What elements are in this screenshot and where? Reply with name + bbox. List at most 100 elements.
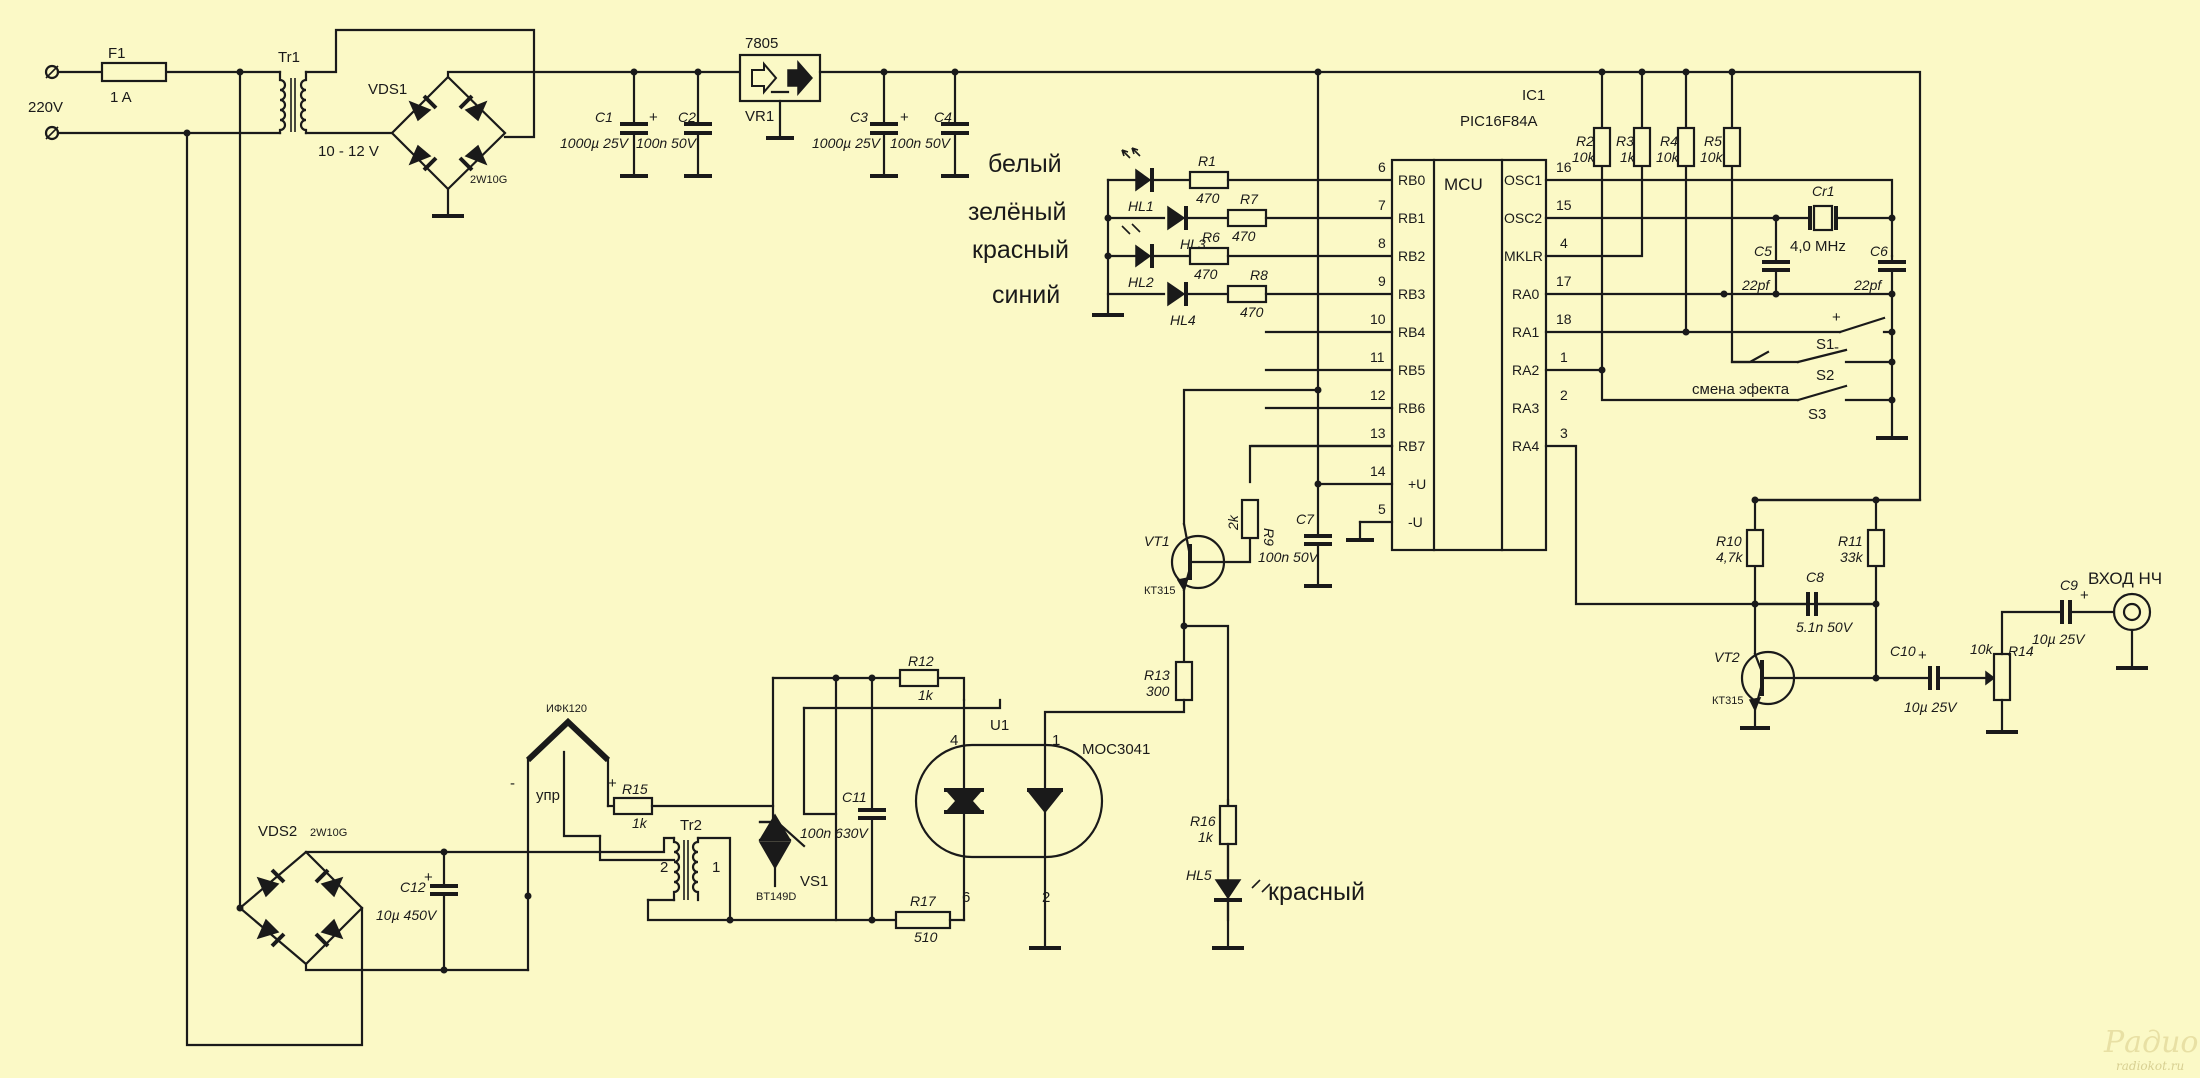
label-mcu-right_pins-2-num: 4 [1560,235,1568,251]
vcc-rail-c7: C7 100n 50V [1258,70,1374,588]
led-color-blue: синий [992,281,1060,309]
label-mcu-right_pins-1-name: OSC2 [1504,210,1542,226]
r6-ref: R6 [1202,229,1220,245]
label-mcu-right_pins-3-num: 17 [1556,273,1572,289]
label-mcu-right_pins-7-num: 3 [1560,425,1568,441]
regulator-7805: 7805 VR1 [738,35,1922,502]
label-mcu-right_pins-7-name: RA4 [1512,438,1539,454]
label-resistors-r2-ref: R2 [1576,133,1594,149]
led-color-labels: белый зелёный красный синий [968,150,1069,309]
label-resistors-r15-ref: R15 [622,781,648,797]
crystal-ref: Cr1 [1812,183,1835,199]
c1-value: 1000µ 25V [560,135,630,151]
hl5-color: красный [1268,878,1365,906]
label-capacitors-c12-value: 10µ 450V [376,907,438,923]
capacitor-c3: + C3 1000µ 25V [812,68,909,178]
label-resistors-r13-value: 300 [1146,683,1170,699]
resistor-r16 [1218,804,1238,846]
fuse-ref: F1 [108,45,126,62]
mcu-pic16f84a: MCU IC1 PIC16F84A RB0 RB1 RB2 RB3 RB4 RB… [1250,87,1572,552]
led-color-white: белый [988,150,1062,178]
label-resistors-r16-ref: R16 [1190,813,1216,829]
resistor-r7 [1226,208,1268,228]
r1-value: 470 [1196,190,1220,206]
label-capacitors-c8-value: 5.1n 50V [1796,619,1854,635]
label-resistors-r10-value: 4,7k [1716,549,1743,565]
hl3-ref: HL3 [1180,236,1206,252]
label-resistors-r14-ref: R14 [2008,643,2034,659]
tr2-ref: Tr2 [680,817,702,834]
label-mcu-right_pins-6-name: RA3 [1512,400,1539,416]
label-optocoupler-pin4: 4 [950,732,958,749]
switch-s1-ref: S1 [1816,336,1834,353]
label-resistors-r12-value: 1k [918,687,934,703]
hl2-ref: HL2 [1128,274,1154,290]
audio-input-stage: R10 4,7k R11 33k C8 5.1n 50V VT2 КТ315 +… [1544,444,2162,734]
transformer-tr1: Tr1 10 - 12 V [278,28,536,160]
label-switches-minus: - [1834,339,1839,356]
bridge-vds2: VDS2 2W10G + C12 10µ 450V [185,70,676,1047]
label-resistors-r3-ref: R3 [1616,133,1634,149]
r1-ref: R1 [1198,153,1216,169]
label-mcu-left_pins-9-num: 5 [1378,501,1386,517]
label-lamp-plus: + [608,775,617,792]
watermark-main: Радио КОТ [2103,1025,2200,1060]
label-mcu-left_pins-5-num: 11 [1370,349,1385,365]
resistor-r17 [894,910,952,930]
label-capacitors-c11-value: 100n 630V [800,825,869,841]
resistor-r15 [612,796,654,816]
label-capacitors-c7-value: 100n 50V [1258,549,1320,565]
label-mcu-right_pins-4-name: RA1 [1512,324,1539,340]
label-resistors-r15-value: 1k [632,815,648,831]
c2-ref: C2 [678,109,696,125]
switch-effect-label: смена эфекта [1692,381,1790,398]
led-array: HL1 HL2 HL3 HL4 R1 470 R7 470 R6 470 R8 … [1092,147,1394,328]
led-color-red: красный [972,236,1069,264]
label-mcu-left_pins-8-name: +U [1408,476,1426,492]
label-transformer2-pin2: 2 [660,859,668,876]
label-mcu-left_pins-7-name: RB7 [1398,438,1425,454]
resistor-r14 [1992,652,2012,702]
label-capacitors-c5-value: 22pf [1741,277,1771,293]
switches: + - S1 S2 смена эфекта S3 [1544,292,1908,440]
mcu-part: PIC16F84A [1460,113,1538,130]
svg-text:+: + [649,109,658,126]
label-mcu-left_pins-2-num: 8 [1378,235,1386,251]
label-mcu-left_pins-8-num: 14 [1370,463,1386,479]
resistor-r13 [1174,660,1194,702]
label-transformer2-pin1: 1 [712,859,720,876]
c3-ref: C3 [850,109,868,125]
label-resistors-r17-value: 510 [914,929,938,945]
vs1-part: BT149D [756,891,796,903]
label-mcu-right_pins-5-name: RA2 [1512,362,1539,378]
regulator-ref: VR1 [745,108,774,125]
c2-value: 100n 50V [636,135,698,151]
label-resistors-r3-value: 1k [1620,149,1636,165]
label-resistors-r5-ref: R5 [1704,133,1722,149]
label-mcu-left_pins-1-num: 7 [1378,197,1386,213]
lamp-control: упр [536,787,560,804]
label-capacitors-c9-ref: C9 [2060,577,2078,593]
vt2-ref: VT2 [1714,649,1740,665]
label-mcu-left_pins-0-name: RB0 [1398,172,1425,188]
label-mcu-left_pins-4-num: 10 [1370,311,1386,327]
label-resistors-r4-ref: R4 [1660,133,1678,149]
r8-value: 470 [1240,304,1264,320]
resistor-r12 [898,668,940,688]
label-resistors-r14-value: 10k [1970,641,1994,657]
hl5-ref: HL5 [1186,867,1212,883]
resistor-r2 [1592,126,1612,168]
resistor-r1 [1188,170,1230,190]
label-capacitors-c5-ref: C5 [1754,243,1772,259]
capacitor-c4: C4 100n 50V [890,68,969,178]
label-capacitors-c10-value: 10µ 25V [1904,699,1958,715]
label-mcu-left_pins-3-name: RB3 [1398,286,1425,302]
u1-ref: U1 [990,717,1009,734]
transistor-vt1-stage: VT1 КТ315 R9 2k R13 300 [1043,388,1394,922]
mains-voltage-label: 220V [28,99,63,116]
label-optocoupler-pin2: 2 [1042,889,1050,906]
vds1-part: 2W10G [470,174,507,186]
svg-text:+: + [2080,587,2089,604]
oscillator: Cr1 4,0 MHz C5 22pf C6 22pf [1544,178,1906,298]
